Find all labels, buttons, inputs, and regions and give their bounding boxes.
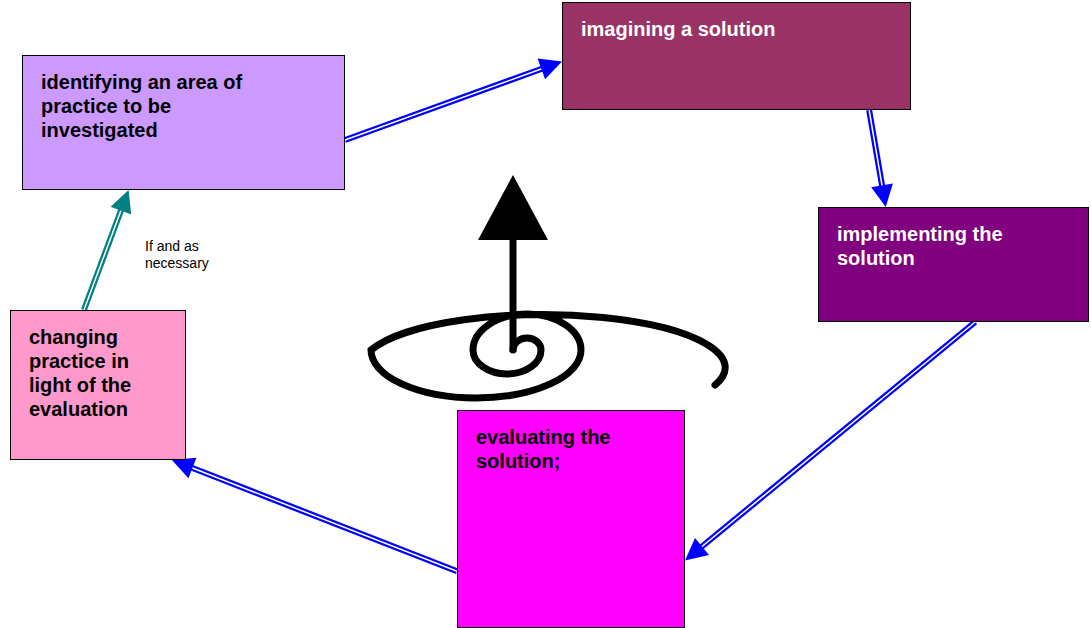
box-text: implementing the solution [837,222,1037,270]
arrow-shaft [345,68,543,140]
arrow-shaft-inner [700,322,975,548]
flow-arrow [84,190,131,310]
flow-arrow [345,59,562,140]
box-text: imagining a solution [581,17,881,41]
arrow-shaft-inner [191,467,457,571]
flow-arrow [172,458,457,572]
arrow-shaft-inner [84,209,122,310]
box-text: evaluating the solution; [476,425,656,473]
arrow-shaft [700,322,975,548]
process-box: changing practice in light of the evalua… [10,310,186,460]
arrow-shaft [84,209,122,310]
flow-arrow [685,322,975,560]
arrow-shaft-inner [345,68,543,140]
flow-arrow [869,110,893,207]
arrow-head [172,458,196,478]
arrow-head [538,59,562,80]
arrow-shaft [191,467,457,571]
spiral [371,314,725,398]
process-box: identifying an area of practice to be in… [22,55,345,190]
up-arrow-shaft [510,225,517,352]
box-text: identifying an area of practice to be in… [41,70,291,142]
process-box: imagining a solution [562,2,911,110]
arrow-head [871,183,893,207]
arrow-shaft [869,110,882,187]
process-box: implementing the solution [818,207,1089,322]
edge-label: If and as necessary [143,238,247,272]
arrow-head [111,190,132,214]
process-box: evaluating the solution; [457,410,685,628]
box-text: changing practice in light of the evalua… [29,325,171,421]
arrow-shaft-inner [869,110,882,187]
up-arrow-head [478,175,548,240]
arrow-head [685,538,709,560]
